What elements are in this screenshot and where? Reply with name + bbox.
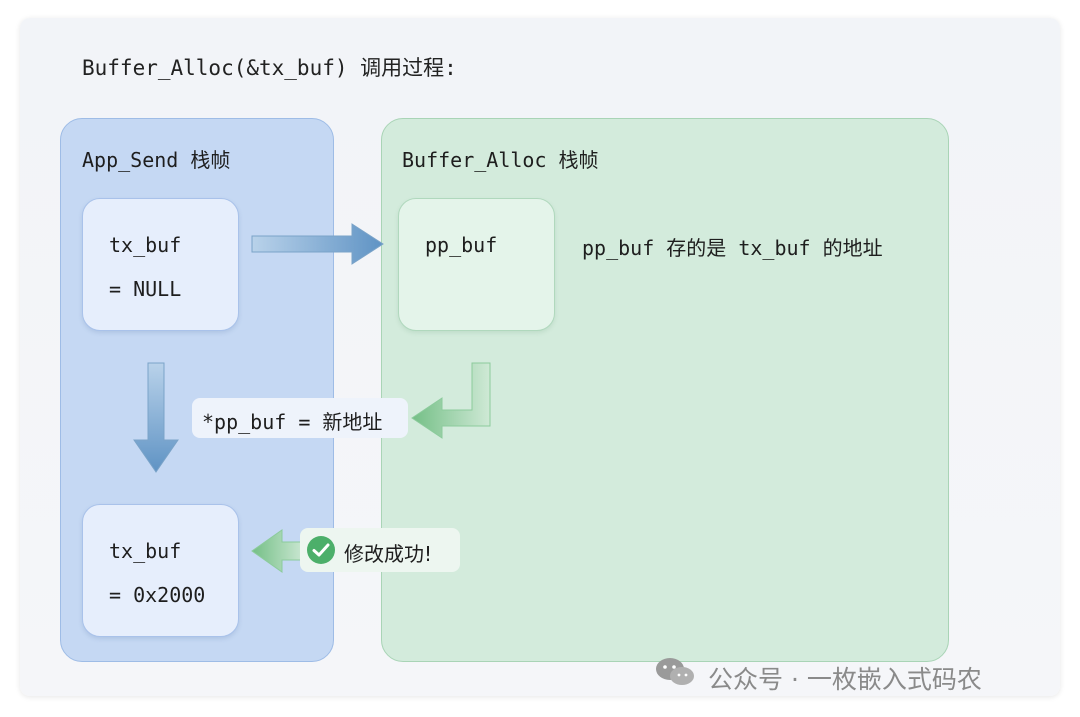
arrow-right-icon — [251, 223, 384, 265]
watermark-text: 公众号 · 一枚嵌入式码农 — [708, 665, 982, 694]
app-send-frame-title: App_Send 栈帧 — [82, 148, 231, 172]
pp-buf-box: pp_buf — [398, 198, 555, 331]
wechat-icon — [656, 658, 694, 685]
success-label: 修改成功! — [300, 528, 460, 572]
tx-buf-new-value: = 0x2000 — [109, 583, 206, 607]
check-circle-icon — [307, 536, 335, 564]
tx-buf-label: tx_buf — [109, 539, 182, 563]
pp-buf-note: pp_buf 存的是 tx_buf 的地址 — [582, 236, 883, 260]
tx-buf-null-value: = NULL — [109, 277, 182, 301]
tx-buf-updated-box: tx_buf = 0x2000 — [82, 504, 239, 637]
tx-buf-label: tx_buf — [109, 233, 182, 257]
pp-buf-label: pp_buf — [425, 233, 498, 257]
buffer-alloc-frame-title: Buffer_Alloc 栈帧 — [402, 148, 599, 172]
arrow-down-icon — [133, 362, 179, 473]
success-label-text: 修改成功! — [344, 542, 433, 566]
diagram-title: Buffer_Alloc(&tx_buf) 调用过程: — [82, 56, 457, 80]
tx-buf-null-box: tx_buf = NULL — [82, 198, 239, 331]
arrow-left-icon — [251, 529, 307, 573]
assign-label-text: *pp_buf = 新地址 — [202, 410, 383, 434]
return-arrow-icon — [411, 362, 491, 439]
assign-label: *pp_buf = 新地址 — [192, 398, 408, 438]
